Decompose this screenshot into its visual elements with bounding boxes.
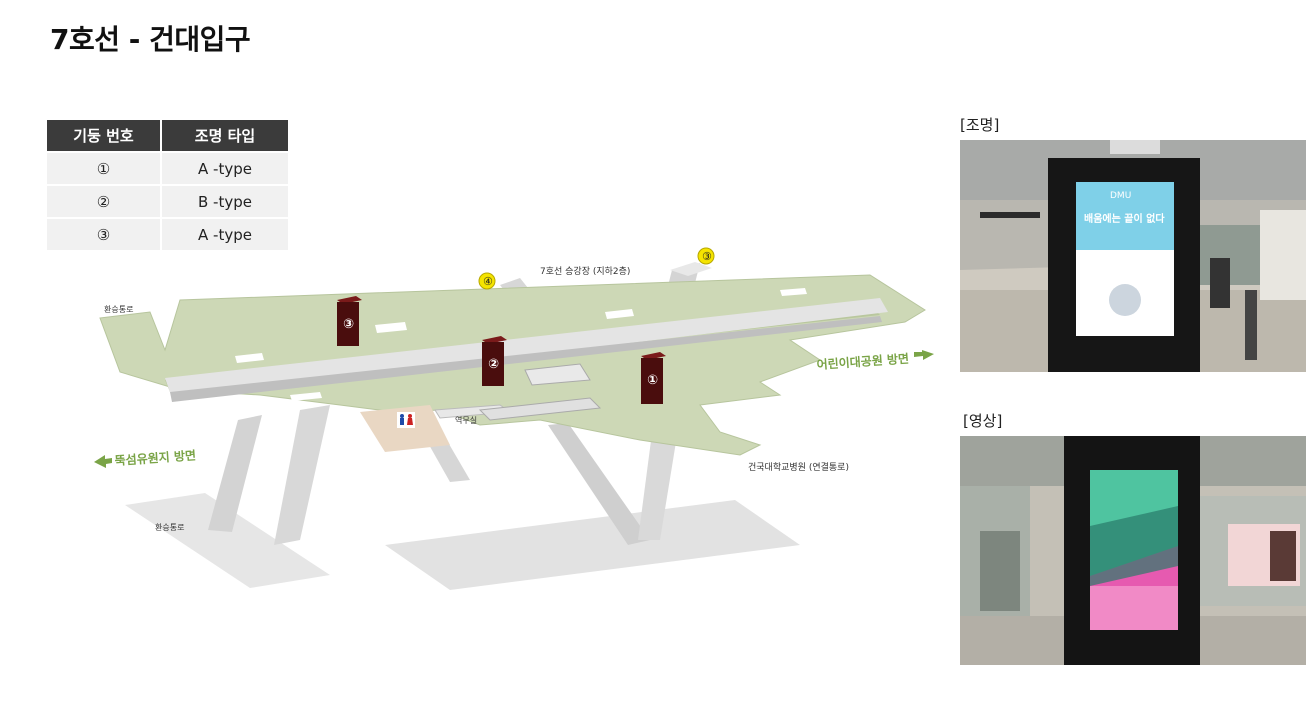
legend-type-cell: A -type: [161, 217, 288, 250]
exit-4-marker: ④: [478, 272, 496, 290]
legend-pillar-cell: ②: [47, 184, 162, 218]
restroom-area: [360, 405, 450, 452]
lighting-screen-heading: 배움에는 끝이 없다: [1084, 212, 1165, 225]
label-ttukseom-direction: 뚝섬유원지 방면: [114, 447, 196, 468]
legend-header-row: 기둥 번호 조명 타입: [47, 120, 288, 152]
lower-level-slab: [385, 500, 800, 590]
pillar-legend-table: 기둥 번호 조명 타입 ① A -type ② B -type ③ A -typ…: [47, 120, 288, 250]
lighting-screen-sub: DMU: [1110, 191, 1131, 201]
legend-type-cell: B -type: [161, 184, 288, 218]
pillar-1: ①: [641, 352, 666, 404]
exit-4-number: ④: [483, 275, 493, 288]
video-photo: [960, 436, 1306, 665]
page-title: 7호선 - 건대입구: [50, 23, 251, 56]
transfer-lower-slab: [125, 493, 330, 588]
platform-track: [165, 298, 888, 398]
arrow-left-icon: [94, 455, 112, 468]
legend-pillar-cell: ③: [47, 217, 162, 250]
legend-header-type: 조명 타입: [161, 120, 288, 152]
exit-3-number: ③: [702, 250, 712, 263]
direction-ttukseom: 뚝섬유원지 방면: [94, 447, 196, 468]
table-row: ② B -type: [47, 184, 288, 218]
support-column: [208, 415, 262, 532]
label-office: 역무실: [455, 415, 477, 425]
restroom-icon: [397, 412, 415, 428]
arrow-right-icon: [914, 350, 934, 360]
legend-header-pillar: 기둥 번호: [47, 120, 162, 152]
pillar-2: ②: [482, 336, 507, 386]
label-park-direction: 어린이대공원 방면: [816, 351, 909, 372]
station-map: ③ ② ① ④ ③ 환승통로 환승통로 7호선 승강장 (지하2층) 역무실 건…: [94, 247, 934, 590]
legend-pillar-cell: ①: [47, 151, 162, 185]
direction-park: 어린이대공원 방면: [816, 350, 934, 372]
table-row: ③ A -type: [47, 217, 288, 250]
label-platform: 7호선 승강장 (지하2층): [540, 266, 630, 277]
lighting-photo-label: [조명]: [960, 116, 1000, 134]
table-row: ① A -type: [47, 151, 288, 185]
support-column: [548, 423, 650, 545]
pillar-2-number: ②: [488, 357, 499, 372]
pillar-3: ③: [337, 296, 362, 346]
label-transfer-top: 환승통로: [104, 304, 133, 314]
pillar-1-number: ①: [647, 373, 658, 388]
pillar-3-number: ③: [343, 317, 354, 332]
concourse-floor: [99, 274, 926, 456]
label-transfer-bottom: 환승통로: [155, 522, 184, 532]
lighting-photo: 배움에는 끝이 없다 DMU: [960, 140, 1306, 372]
label-hospital: 건국대학교병원 (연결통로): [748, 462, 849, 473]
support-column: [274, 405, 330, 545]
legend-type-cell: A -type: [161, 151, 288, 185]
exit-3-marker: ③: [697, 247, 715, 265]
video-photo-label: [영상]: [963, 412, 1003, 430]
